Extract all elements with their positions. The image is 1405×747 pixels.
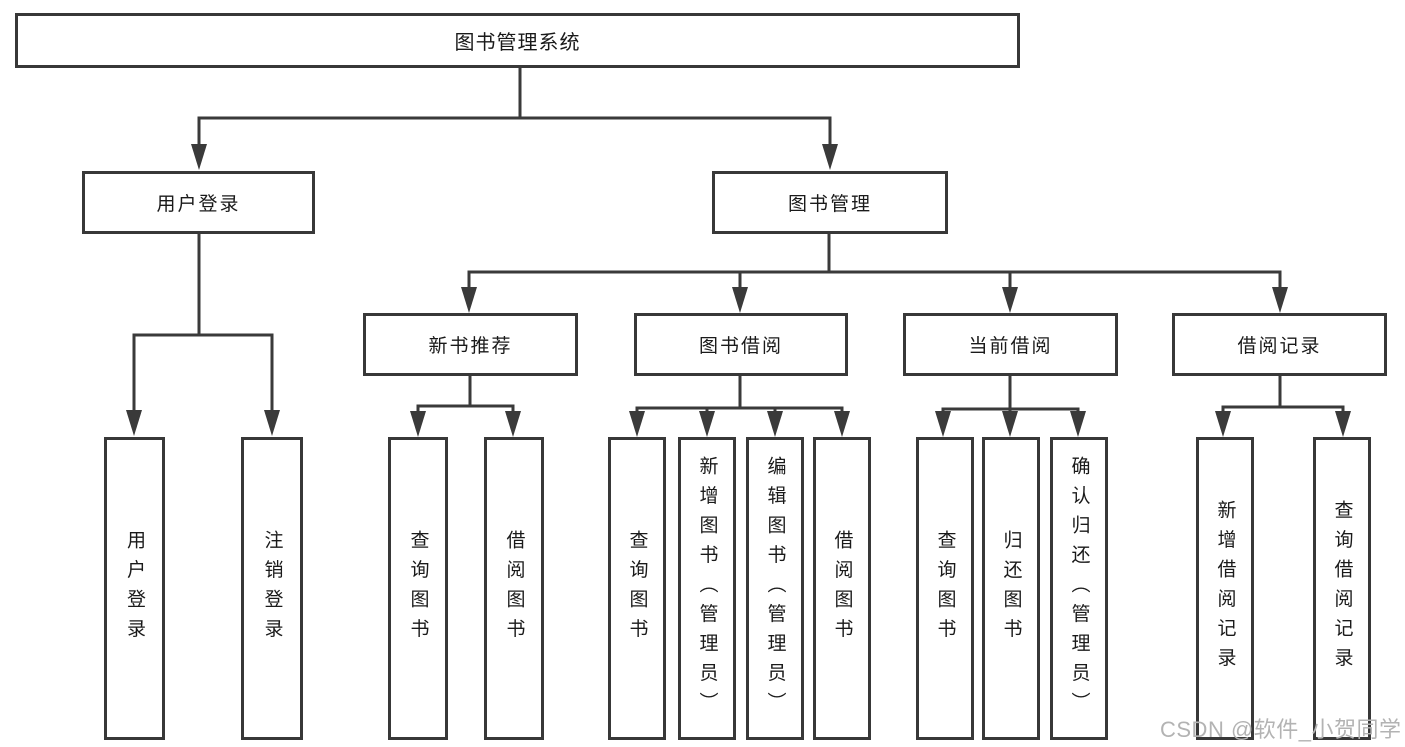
node-label: 借阅记录: [1237, 336, 1322, 357]
node-leaf-add-borrow-record: 新增借阅记录: [1196, 437, 1254, 740]
node-label: 注销登录: [261, 529, 283, 648]
node-leaf-borrow-books: 借阅图书: [484, 437, 544, 740]
node-book-management: 图书管理: [712, 171, 948, 234]
node-label: 新增图书（管理员）: [696, 455, 718, 722]
node-leaf-user-login: 用户登录: [104, 437, 165, 740]
node-new-book-recommendation: 新书推荐: [363, 313, 578, 376]
node-library-management-system: 图书管理系统: [15, 13, 1020, 68]
node-label: 归还图书: [1000, 529, 1022, 648]
node-label: 查询图书: [934, 529, 956, 648]
node-leaf-query-borrow-record: 查询借阅记录: [1313, 437, 1371, 740]
node-label: 查询图书: [626, 529, 648, 648]
node-label: 确认归还（管理员）: [1068, 455, 1090, 722]
csdn-watermark: CSDN @软件_小贺同学: [1160, 717, 1402, 742]
node-leaf-confirm-return-admin: 确认归还（管理员）: [1050, 437, 1108, 740]
node-label: 图书管理系统: [454, 32, 581, 54]
node-label: 图书借阅: [698, 336, 783, 357]
node-leaf-add-books-admin: 新增图书（管理员）: [678, 437, 736, 740]
node-label: 查询借阅记录: [1331, 500, 1353, 677]
node-leaf-borrow-books: 借阅图书: [813, 437, 871, 740]
node-label: 借阅图书: [831, 529, 853, 648]
arrowheads: [126, 144, 1351, 437]
node-leaf-query-books: 查询图书: [388, 437, 448, 740]
node-leaf-logout: 注销登录: [241, 437, 303, 740]
node-book-borrowing: 图书借阅: [634, 313, 848, 376]
node-label: 用户登录: [124, 529, 145, 648]
node-borrowing-records: 借阅记录: [1172, 313, 1387, 376]
node-label: 当前借阅: [968, 336, 1053, 357]
node-label: 用户登录: [156, 194, 241, 215]
node-label: 编辑图书（管理员）: [764, 455, 786, 722]
node-current-borrowing: 当前借阅: [903, 313, 1118, 376]
node-label: 查询图书: [407, 529, 429, 648]
node-leaf-return-books: 归还图书: [982, 437, 1040, 740]
node-label: 新书推荐: [428, 336, 513, 357]
node-leaf-edit-books-admin: 编辑图书（管理员）: [746, 437, 804, 740]
node-label: 借阅图书: [503, 529, 525, 648]
node-user-login: 用户登录: [82, 171, 315, 234]
node-label: 图书管理: [787, 194, 872, 215]
node-label: 新增借阅记录: [1214, 500, 1236, 677]
node-leaf-query-books: 查询图书: [916, 437, 974, 740]
node-leaf-query-books: 查询图书: [608, 437, 666, 740]
